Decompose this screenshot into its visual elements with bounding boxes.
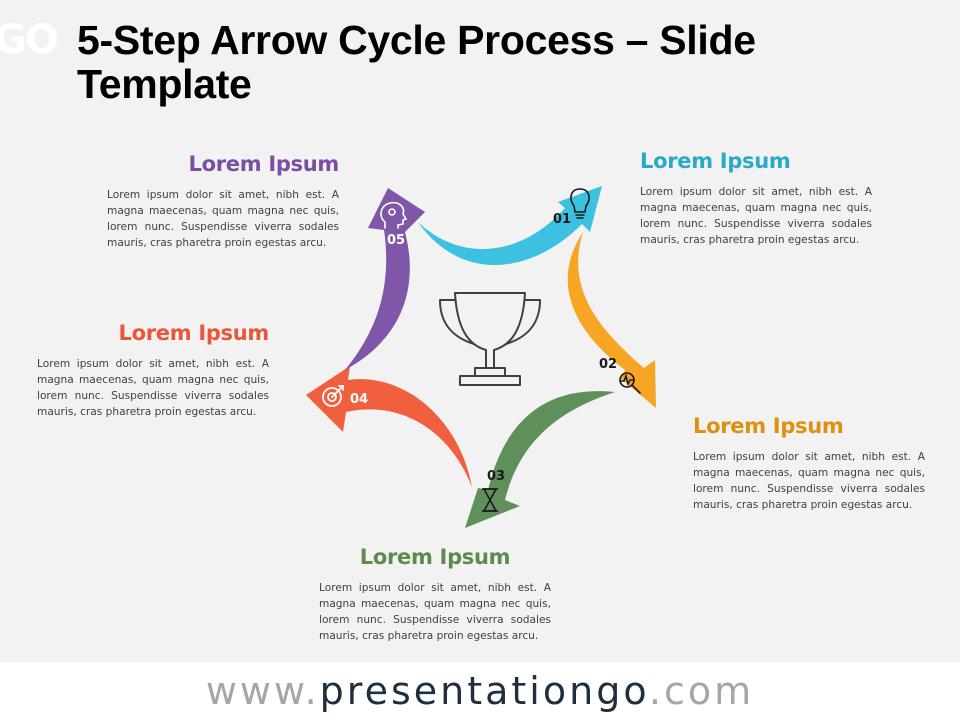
logo: GO [0,17,59,63]
step-4-heading: Lorem Ipsum [118,321,270,345]
trophy-icon [439,292,541,386]
step-5-number: 05 [387,233,405,248]
step-4-number: 04 [350,392,368,407]
footer-banner: www.presentationgo.com [0,662,960,720]
footer-url-brand: presentationgo [319,669,649,713]
footer-url: www.presentationgo.com [0,662,960,720]
step-3-arrow [465,391,615,528]
target-icon [322,385,344,407]
step-2-description: Lorem ipsum dolor sit amet, nibh est. A … [693,451,925,511]
footer-url-prefix: www. [205,669,320,713]
step-5-text-block: Lorem Ipsum Lorem ipsum dolor sit amet, … [107,151,339,251]
page-title: 5-Step Arrow Cycle Process – Slide Templ… [77,17,756,107]
step-1-description: Lorem ipsum dolor sit amet, nibh est. A … [640,186,872,246]
step-1-text-block: Lorem Ipsum Lorem ipsum dolor sit amet, … [640,148,872,248]
step-1-number: 01 [553,212,571,227]
lightbulb-icon [570,188,590,219]
step-5-arrow [345,188,425,370]
step-4-description: Lorem ipsum dolor sit amet, nibh est. A … [37,358,269,418]
hourglass-icon [482,488,498,512]
step-2-number: 02 [599,357,617,372]
step-3-description: Lorem ipsum dolor sit amet, nibh est. A … [319,582,551,642]
step-5-heading: Lorem Ipsum [188,152,340,176]
magnifier-chart-icon [619,372,641,394]
step-3-text-block: Lorem Ipsum Lorem ipsum dolor sit amet, … [319,544,551,644]
step-5-description: Lorem ipsum dolor sit amet, nibh est. A … [107,189,339,249]
footer-url-suffix: .com [648,669,755,713]
step-4-text-block: Lorem Ipsum Lorem ipsum dolor sit amet, … [37,320,269,420]
step-3-heading: Lorem Ipsum [359,545,511,569]
step-2-arrow [567,232,656,408]
step-3-number: 03 [487,469,505,484]
step-2-text-block: Lorem Ipsum Lorem ipsum dolor sit amet, … [693,413,925,513]
step-1-arrow [418,186,602,266]
step-4-arrow [306,366,472,487]
step-1-heading: Lorem Ipsum [640,149,791,173]
head-idea-icon [380,201,408,229]
step-2-heading: Lorem Ipsum [693,414,844,438]
